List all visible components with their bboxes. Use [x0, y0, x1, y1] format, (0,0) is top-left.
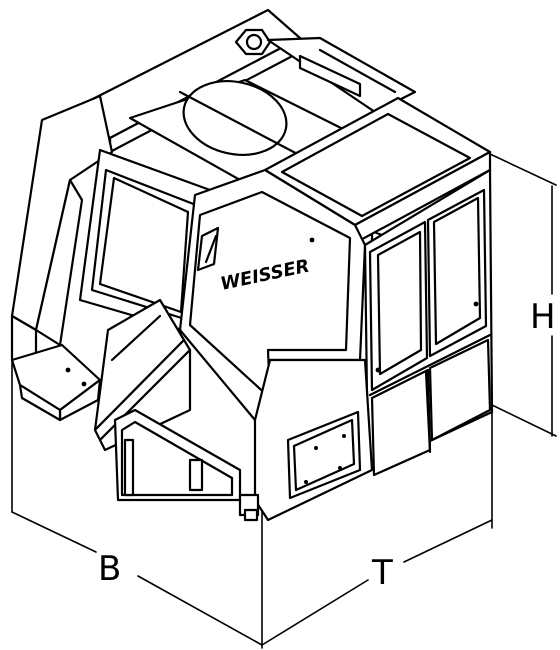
front-window-assembly	[78, 148, 212, 337]
depth-dimension-line-left	[261, 579, 369, 646]
height-extension-bottom	[491, 404, 557, 437]
right-cabinet	[363, 168, 494, 477]
width-dimension-line-right	[137, 575, 263, 646]
cabinet-door-left	[368, 220, 429, 392]
base-frame	[113, 408, 260, 522]
depth-dimension-line-right	[403, 519, 493, 563]
cabinet-door-right	[426, 188, 488, 358]
width-dimension-line-left	[11, 511, 97, 553]
right-top-cover	[263, 96, 492, 245]
height-dimension-label: H	[530, 297, 556, 337]
base-access-panel	[286, 410, 362, 500]
front-main-housing	[178, 168, 367, 422]
detail-bolts	[65, 237, 479, 484]
brand-logo-mark	[196, 226, 220, 272]
height-extension-top	[489, 153, 557, 186]
depth-dimension-label: T	[371, 553, 393, 593]
front-base-panel	[253, 358, 374, 522]
width-dimension-label: B	[98, 549, 121, 589]
chip-tray	[10, 343, 102, 422]
